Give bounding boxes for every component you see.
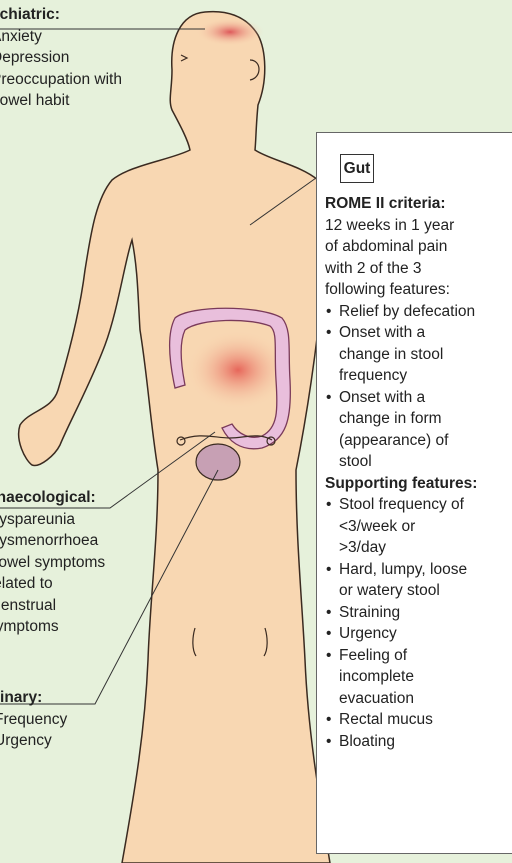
criteria-list: Relief by defecation Onset with a change… (325, 301, 512, 473)
list-item: related to (0, 573, 105, 595)
gynaecological-list: Dyspareunia Dysmenorrhoea Bowel symptoms… (0, 509, 105, 638)
psychiatric-label: ychiatric: Anxiety Depression Preoccupat… (0, 4, 122, 112)
list-item: Relief by defecation (325, 301, 512, 323)
list-item: Depression (0, 47, 122, 69)
gynaecological-heading: ynaecological: (0, 487, 105, 509)
urinary-list: Frequency Urgency (0, 709, 67, 752)
bladder-illustration (196, 444, 240, 480)
list-item: Stool frequency of <3/week or >3/day (325, 494, 512, 559)
list-item: Frequency (0, 709, 67, 731)
list-item: Straining (325, 602, 512, 624)
gut-criteria: ROME II criteria: 12 weeks in 1 year of … (325, 193, 512, 752)
rome-criteria-heading: ROME II criteria: (325, 193, 512, 215)
supporting-list: Stool frequency of <3/week or >3/day Har… (325, 494, 512, 752)
criteria-intro-line: following features: (325, 279, 512, 301)
criteria-intro-line: 12 weeks in 1 year (325, 215, 512, 237)
psychiatric-list: Anxiety Depression Preoccupation with bo… (0, 26, 122, 112)
list-item: Preoccupation with (0, 69, 122, 91)
urinary-heading: rinary: (0, 687, 67, 709)
criteria-intro-line: with 2 of the 3 (325, 258, 512, 280)
list-item: symptoms (0, 616, 105, 638)
gut-tag: Gut (340, 154, 374, 183)
list-item: menstrual (0, 595, 105, 617)
supporting-features-heading: Supporting features: (325, 473, 512, 495)
list-item: Hard, lumpy, loose or watery stool (325, 559, 512, 602)
gynaecological-label: ynaecological: Dyspareunia Dysmenorrhoea… (0, 487, 105, 638)
list-item: Dyspareunia (0, 509, 105, 531)
psychiatric-heading: ychiatric: (0, 4, 122, 26)
list-item: Bloating (325, 731, 512, 753)
list-item: Feeling of incomplete evacuation (325, 645, 512, 710)
list-item: Urgency (325, 623, 512, 645)
urinary-label: rinary: Frequency Urgency (0, 687, 67, 752)
list-item: bowel habit (0, 90, 122, 112)
list-item: Urgency (0, 730, 67, 752)
list-item: Dysmenorrhoea (0, 530, 105, 552)
head-highlight (196, 18, 264, 46)
list-item: Onset with a change in stool frequency (325, 322, 512, 387)
list-item: Anxiety (0, 26, 122, 48)
abdomen-highlight (186, 330, 290, 410)
list-item: Bowel symptoms (0, 552, 105, 574)
list-item: Onset with a change in form (appearance)… (325, 387, 512, 473)
list-item: Rectal mucus (325, 709, 512, 731)
criteria-intro-line: of abdominal pain (325, 236, 512, 258)
